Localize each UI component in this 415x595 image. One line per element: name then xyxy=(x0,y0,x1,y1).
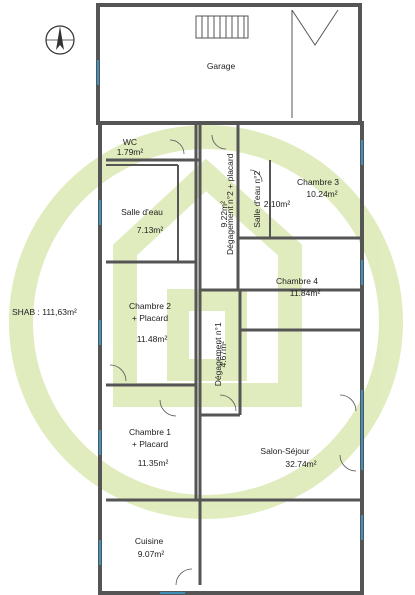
degagement1-area: 4.67m² xyxy=(217,341,228,368)
chambre1-label: Chambre 1 xyxy=(128,427,172,437)
salle-eau-label: Salle d'eau xyxy=(121,207,163,217)
garage-label: Garage xyxy=(206,61,236,71)
chambre2-area: 11.48m² xyxy=(136,334,168,344)
compass-icon xyxy=(45,25,75,55)
chambre2-label: Chambre 2 xyxy=(128,301,172,311)
salle-eau2-label: Salle d'eau n°2 xyxy=(251,170,262,228)
salon-label: Salon-Séjour xyxy=(260,446,310,456)
salle-eau2-area: 2.10m² xyxy=(263,199,291,209)
wc-label: WC xyxy=(122,137,138,147)
chambre1-area: 11.35m² xyxy=(137,458,169,468)
walls xyxy=(96,3,364,595)
degagement2-area: 9.22m² xyxy=(218,201,229,228)
chambre1-sub: + Placard xyxy=(131,439,169,449)
chambre3-area: 10.24m² xyxy=(306,189,338,199)
chambre4-area: 11.84m² xyxy=(289,288,321,298)
chambre4-label: Chambre 4 xyxy=(275,276,319,286)
cuisine-label: Cuisine xyxy=(134,536,164,546)
salon-area: 32.74m² xyxy=(285,459,317,469)
chambre3-label: Chambre 3 xyxy=(296,177,340,187)
windows xyxy=(97,60,363,594)
shab-label: SHAB : 111,63m² xyxy=(12,307,77,317)
doors xyxy=(109,134,357,586)
chambre2-sub: + Placard xyxy=(131,313,169,323)
wc-area: 1.79m² xyxy=(116,147,144,157)
watermark-logo xyxy=(9,125,403,519)
cuisine-area: 9.07m² xyxy=(137,549,165,559)
salle-eau-area: 7.13m² xyxy=(136,225,164,235)
